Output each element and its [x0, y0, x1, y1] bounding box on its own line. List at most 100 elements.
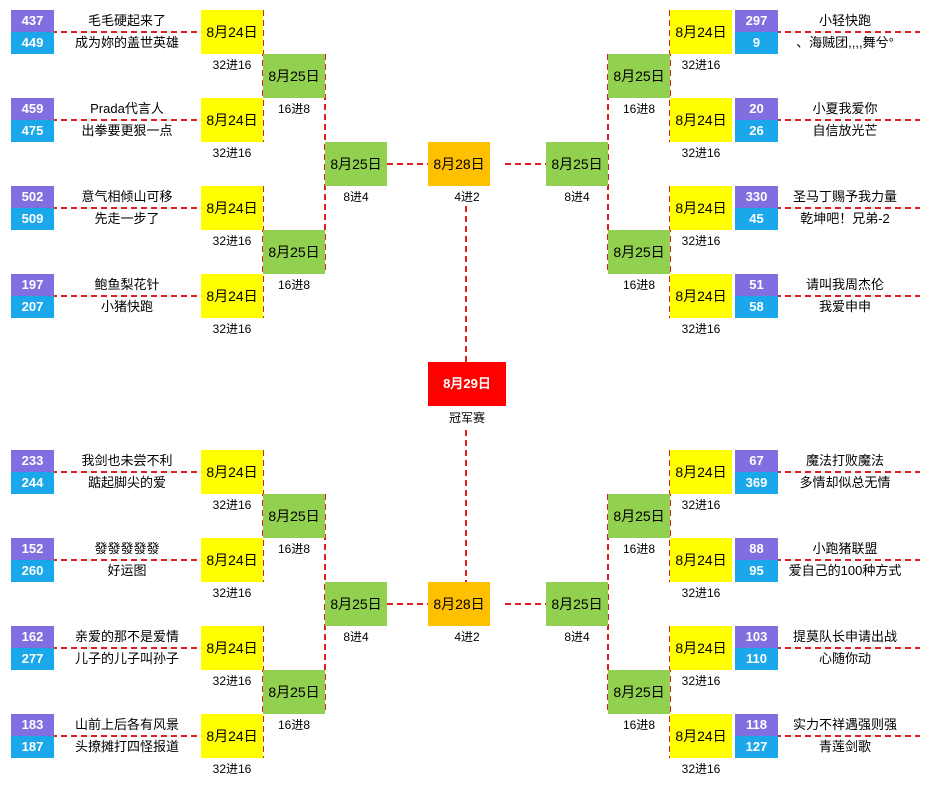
- round-32-date: 8月24日: [670, 714, 732, 758]
- round-16-date: 8月25日: [263, 670, 325, 714]
- round-16-label: 16进8: [622, 278, 656, 292]
- round-32-label: 32进16: [681, 234, 721, 248]
- seed-top: 330: [735, 186, 778, 208]
- player-name-top: 小轻快跑: [818, 13, 871, 28]
- seed-bottom: 110: [735, 648, 778, 670]
- player-name-bottom: 、海贼团,,,,舞兮°: [796, 35, 894, 50]
- round-16-label: 16进8: [277, 102, 311, 116]
- round-32-date: 8月24日: [201, 714, 263, 758]
- round-32-label: 32进16: [681, 322, 721, 336]
- round-32-date: 8月24日: [201, 274, 263, 318]
- semifinal-label: 4进2: [454, 190, 480, 204]
- round-16-date: 8月25日: [608, 54, 670, 98]
- final-label: 冠军赛: [448, 411, 485, 425]
- semifinal-date: 8月28日: [428, 142, 490, 186]
- seed-bottom: 244: [11, 472, 54, 494]
- seed-bottom: 277: [11, 648, 54, 670]
- seed-top: 502: [11, 186, 54, 208]
- seed-top: 103: [735, 626, 778, 648]
- player-name-bottom: 我爱申申: [818, 299, 871, 314]
- round-32-date: 8月24日: [201, 10, 263, 54]
- round-32-label: 32进16: [681, 674, 721, 688]
- round-16-label: 16进8: [277, 278, 311, 292]
- quarterfinal-date: 8月25日: [546, 142, 608, 186]
- player-name-bottom: 乾坤吧！兄弟-2: [800, 211, 890, 226]
- round-32-label: 32进16: [212, 762, 252, 776]
- seed-top: 437: [11, 10, 54, 32]
- player-name-top: 请叫我周杰伦: [805, 277, 884, 292]
- round-16-label: 16进8: [622, 102, 656, 116]
- seed-bottom: 449: [11, 32, 54, 54]
- player-name-top: 提莫队长申请出战: [792, 629, 897, 644]
- quarterfinal-date: 8月25日: [325, 142, 387, 186]
- round-32-date: 8月24日: [670, 538, 732, 582]
- player-name-bottom: 自信放光芒: [812, 123, 878, 138]
- round-32-label: 32进16: [212, 674, 252, 688]
- quarterfinal-label: 8进4: [343, 190, 369, 204]
- quarterfinal-label: 8进4: [564, 190, 590, 204]
- seed-top: 67: [735, 450, 778, 472]
- seed-bottom: 207: [11, 296, 54, 318]
- semifinal-label: 4进2: [454, 630, 480, 644]
- round-32-date: 8月24日: [670, 10, 732, 54]
- round-32-date: 8月24日: [201, 450, 263, 494]
- player-name-top: 亲爱的那不是爱情: [74, 629, 179, 644]
- seed-bottom: 509: [11, 208, 54, 230]
- seed-bottom: 475: [11, 120, 54, 142]
- player-name-top: 实力不祥遇强则强: [792, 717, 897, 732]
- round-32-label: 32进16: [212, 58, 252, 72]
- player-name-bottom: 头撩摊打四怪报道: [74, 739, 179, 754]
- seed-bottom: 260: [11, 560, 54, 582]
- quarterfinal-label: 8进4: [564, 630, 590, 644]
- round-32-label: 32进16: [681, 586, 721, 600]
- player-name-bottom: 小猪快跑: [100, 299, 153, 314]
- seed-bottom: 127: [735, 736, 778, 758]
- player-name-top: 圣马丁赐予我力量: [792, 189, 897, 204]
- player-name-bottom: 儿子的儿子叫孙子: [74, 651, 179, 666]
- player-name-bottom: 好运图: [107, 563, 147, 578]
- quarterfinal-label: 8进4: [343, 630, 369, 644]
- round-32-label: 32进16: [212, 234, 252, 248]
- round-16-date: 8月25日: [263, 230, 325, 274]
- player-name-top: 我剑也未尝不利: [81, 453, 173, 468]
- player-name-bottom: 出拳要更狠一点: [81, 123, 173, 138]
- semifinal-date: 8月28日: [428, 582, 490, 626]
- round-32-date: 8月24日: [670, 98, 732, 142]
- round-32-label: 32进16: [681, 762, 721, 776]
- player-name-bottom: 心随你动: [818, 651, 871, 666]
- player-name-top: 毛毛硬起来了: [87, 13, 166, 28]
- player-name-top: 小跑猪联盟: [812, 541, 878, 556]
- seed-top: 88: [735, 538, 778, 560]
- round-32-label: 32进16: [681, 58, 721, 72]
- seed-top: 152: [11, 538, 54, 560]
- player-name-bottom: 先走一步了: [94, 211, 160, 226]
- final-date: 8月29日: [428, 362, 506, 406]
- seed-top: 20: [735, 98, 778, 120]
- round-32-label: 32进16: [212, 146, 252, 160]
- player-name-top: 意气相倾山可移: [81, 189, 173, 204]
- player-name-bottom: 踮起脚尖的爱: [87, 475, 166, 490]
- seed-top: 162: [11, 626, 54, 648]
- round-32-date: 8月24日: [201, 98, 263, 142]
- player-name-top: 鲍鱼梨花针: [94, 277, 160, 292]
- round-16-label: 16进8: [277, 542, 311, 556]
- round-32-date: 8月24日: [670, 186, 732, 230]
- seed-top: 118: [735, 714, 778, 736]
- round-16-date: 8月25日: [608, 230, 670, 274]
- round-32-date: 8月24日: [201, 186, 263, 230]
- seed-top: 297: [735, 10, 778, 32]
- seed-bottom: 187: [11, 736, 54, 758]
- round-32-label: 32进16: [681, 146, 721, 160]
- player-name-bottom: 爱自己的100种方式: [788, 563, 902, 578]
- seed-bottom: 26: [735, 120, 778, 142]
- round-32-label: 32进16: [212, 322, 252, 336]
- player-name-top: 魔法打败魔法: [805, 453, 884, 468]
- round-16-date: 8月25日: [263, 494, 325, 538]
- quarterfinal-date: 8月25日: [325, 582, 387, 626]
- seed-bottom: 58: [735, 296, 778, 318]
- seed-top: 233: [11, 450, 54, 472]
- player-name-top: 小夏我爱你: [812, 101, 878, 116]
- round-32-date: 8月24日: [201, 538, 263, 582]
- round-16-label: 16进8: [622, 542, 656, 556]
- quarterfinal-date: 8月25日: [546, 582, 608, 626]
